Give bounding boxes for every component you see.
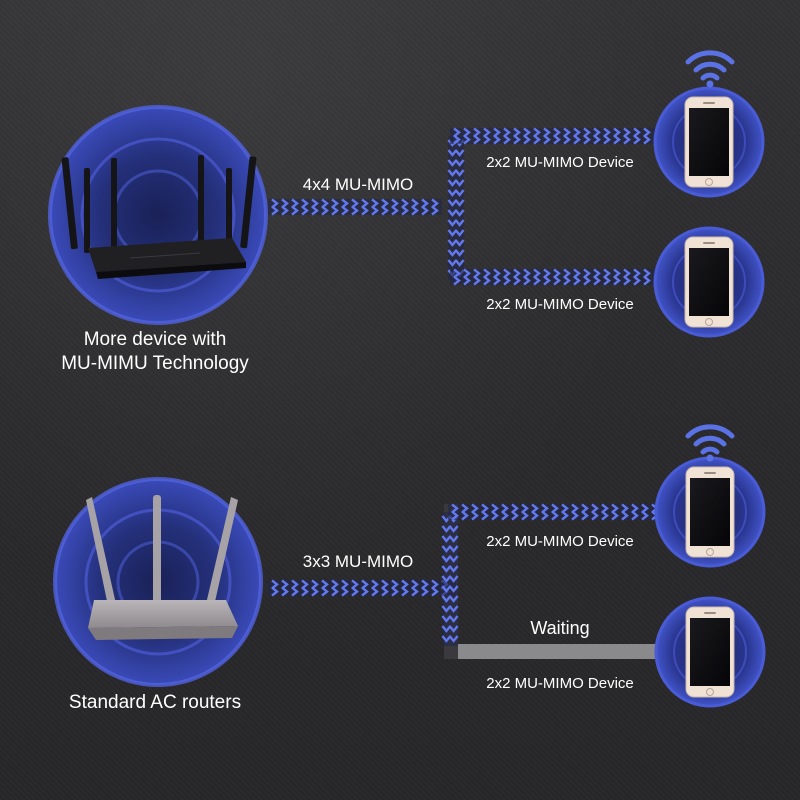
bottom-router-caption: Standard AC routers [68, 692, 242, 713]
bottom-device-2-label: 2x2 MU-MIMO Device [486, 675, 634, 692]
device-2-smartphone [653, 226, 765, 338]
bottom-link-label: 3x3 MU-MIMO [302, 552, 414, 571]
top-link-label: 4x4 MU-MIMO [302, 175, 414, 194]
device-4-smartphone [654, 596, 766, 708]
bottom-device-1-label: 2x2 MU-MIMO Device [486, 533, 634, 550]
wifi-icon [685, 424, 735, 462]
top-device-1-label: 2x2 MU-MIMO Device [486, 154, 634, 171]
top-router-caption-line1: More device with [83, 329, 227, 350]
waiting-line [448, 644, 660, 659]
black-router-6-antenna-icon [61, 155, 257, 279]
top-router-caption-line2: MU-MIMU Technology [61, 353, 249, 374]
gray-router-3-antenna-icon [86, 495, 238, 640]
device-1-smartphone [653, 86, 765, 198]
device-3-smartphone [654, 456, 766, 568]
top-connection-arrows [268, 127, 658, 286]
top-device-2-label: 2x2 MU-MIMO Device [486, 296, 634, 313]
bottom-connection-arrows [268, 503, 660, 659]
waiting-label: Waiting [530, 618, 590, 638]
top-router-signal-rings [48, 105, 268, 325]
wifi-icon [685, 50, 735, 88]
